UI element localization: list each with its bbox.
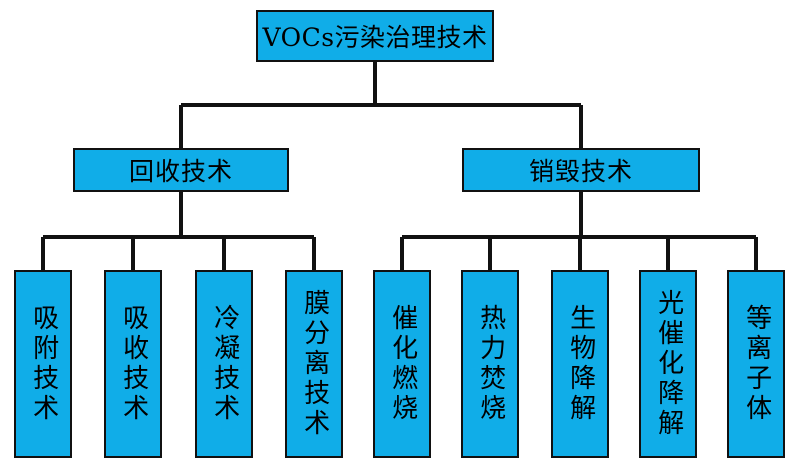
node-condensation[interactable]: 冷凝技术 (195, 270, 253, 458)
node-adsorption[interactable]: 吸附技术 (14, 270, 72, 458)
node-root[interactable]: VOCs污染治理技术 (256, 10, 494, 62)
node-photocatalytic-degradation-label: 光催化降解 (653, 289, 684, 439)
node-destruction[interactable]: 销毁技术 (462, 148, 700, 192)
node-catalytic-combustion-label: 催化燃烧 (387, 304, 418, 424)
node-condensation-label: 冷凝技术 (209, 304, 240, 424)
node-destruction-label: 销毁技术 (528, 157, 633, 186)
node-biodegradation[interactable]: 生物降解 (551, 270, 609, 458)
node-recovery[interactable]: 回收技术 (73, 148, 289, 192)
node-membrane-separation-label: 膜分离技术 (299, 289, 330, 439)
node-root-label: VOCs污染治理技术 (262, 23, 488, 52)
node-photocatalytic-degradation[interactable]: 光催化降解 (639, 270, 697, 458)
node-biodegradation-label: 生物降解 (565, 304, 596, 424)
node-catalytic-combustion[interactable]: 催化燃烧 (373, 270, 431, 458)
node-thermal-incineration-label: 热力焚烧 (475, 304, 506, 424)
node-thermal-incineration[interactable]: 热力焚烧 (461, 270, 519, 458)
node-membrane-separation[interactable]: 膜分离技术 (285, 270, 343, 458)
node-plasma-label: 等离子体 (741, 304, 772, 424)
node-recovery-label: 回收技术 (128, 157, 233, 186)
node-adsorption-label: 吸附技术 (28, 304, 59, 424)
node-absorption[interactable]: 吸收技术 (104, 270, 162, 458)
node-plasma[interactable]: 等离子体 (727, 270, 785, 458)
node-absorption-label: 吸收技术 (118, 304, 149, 424)
